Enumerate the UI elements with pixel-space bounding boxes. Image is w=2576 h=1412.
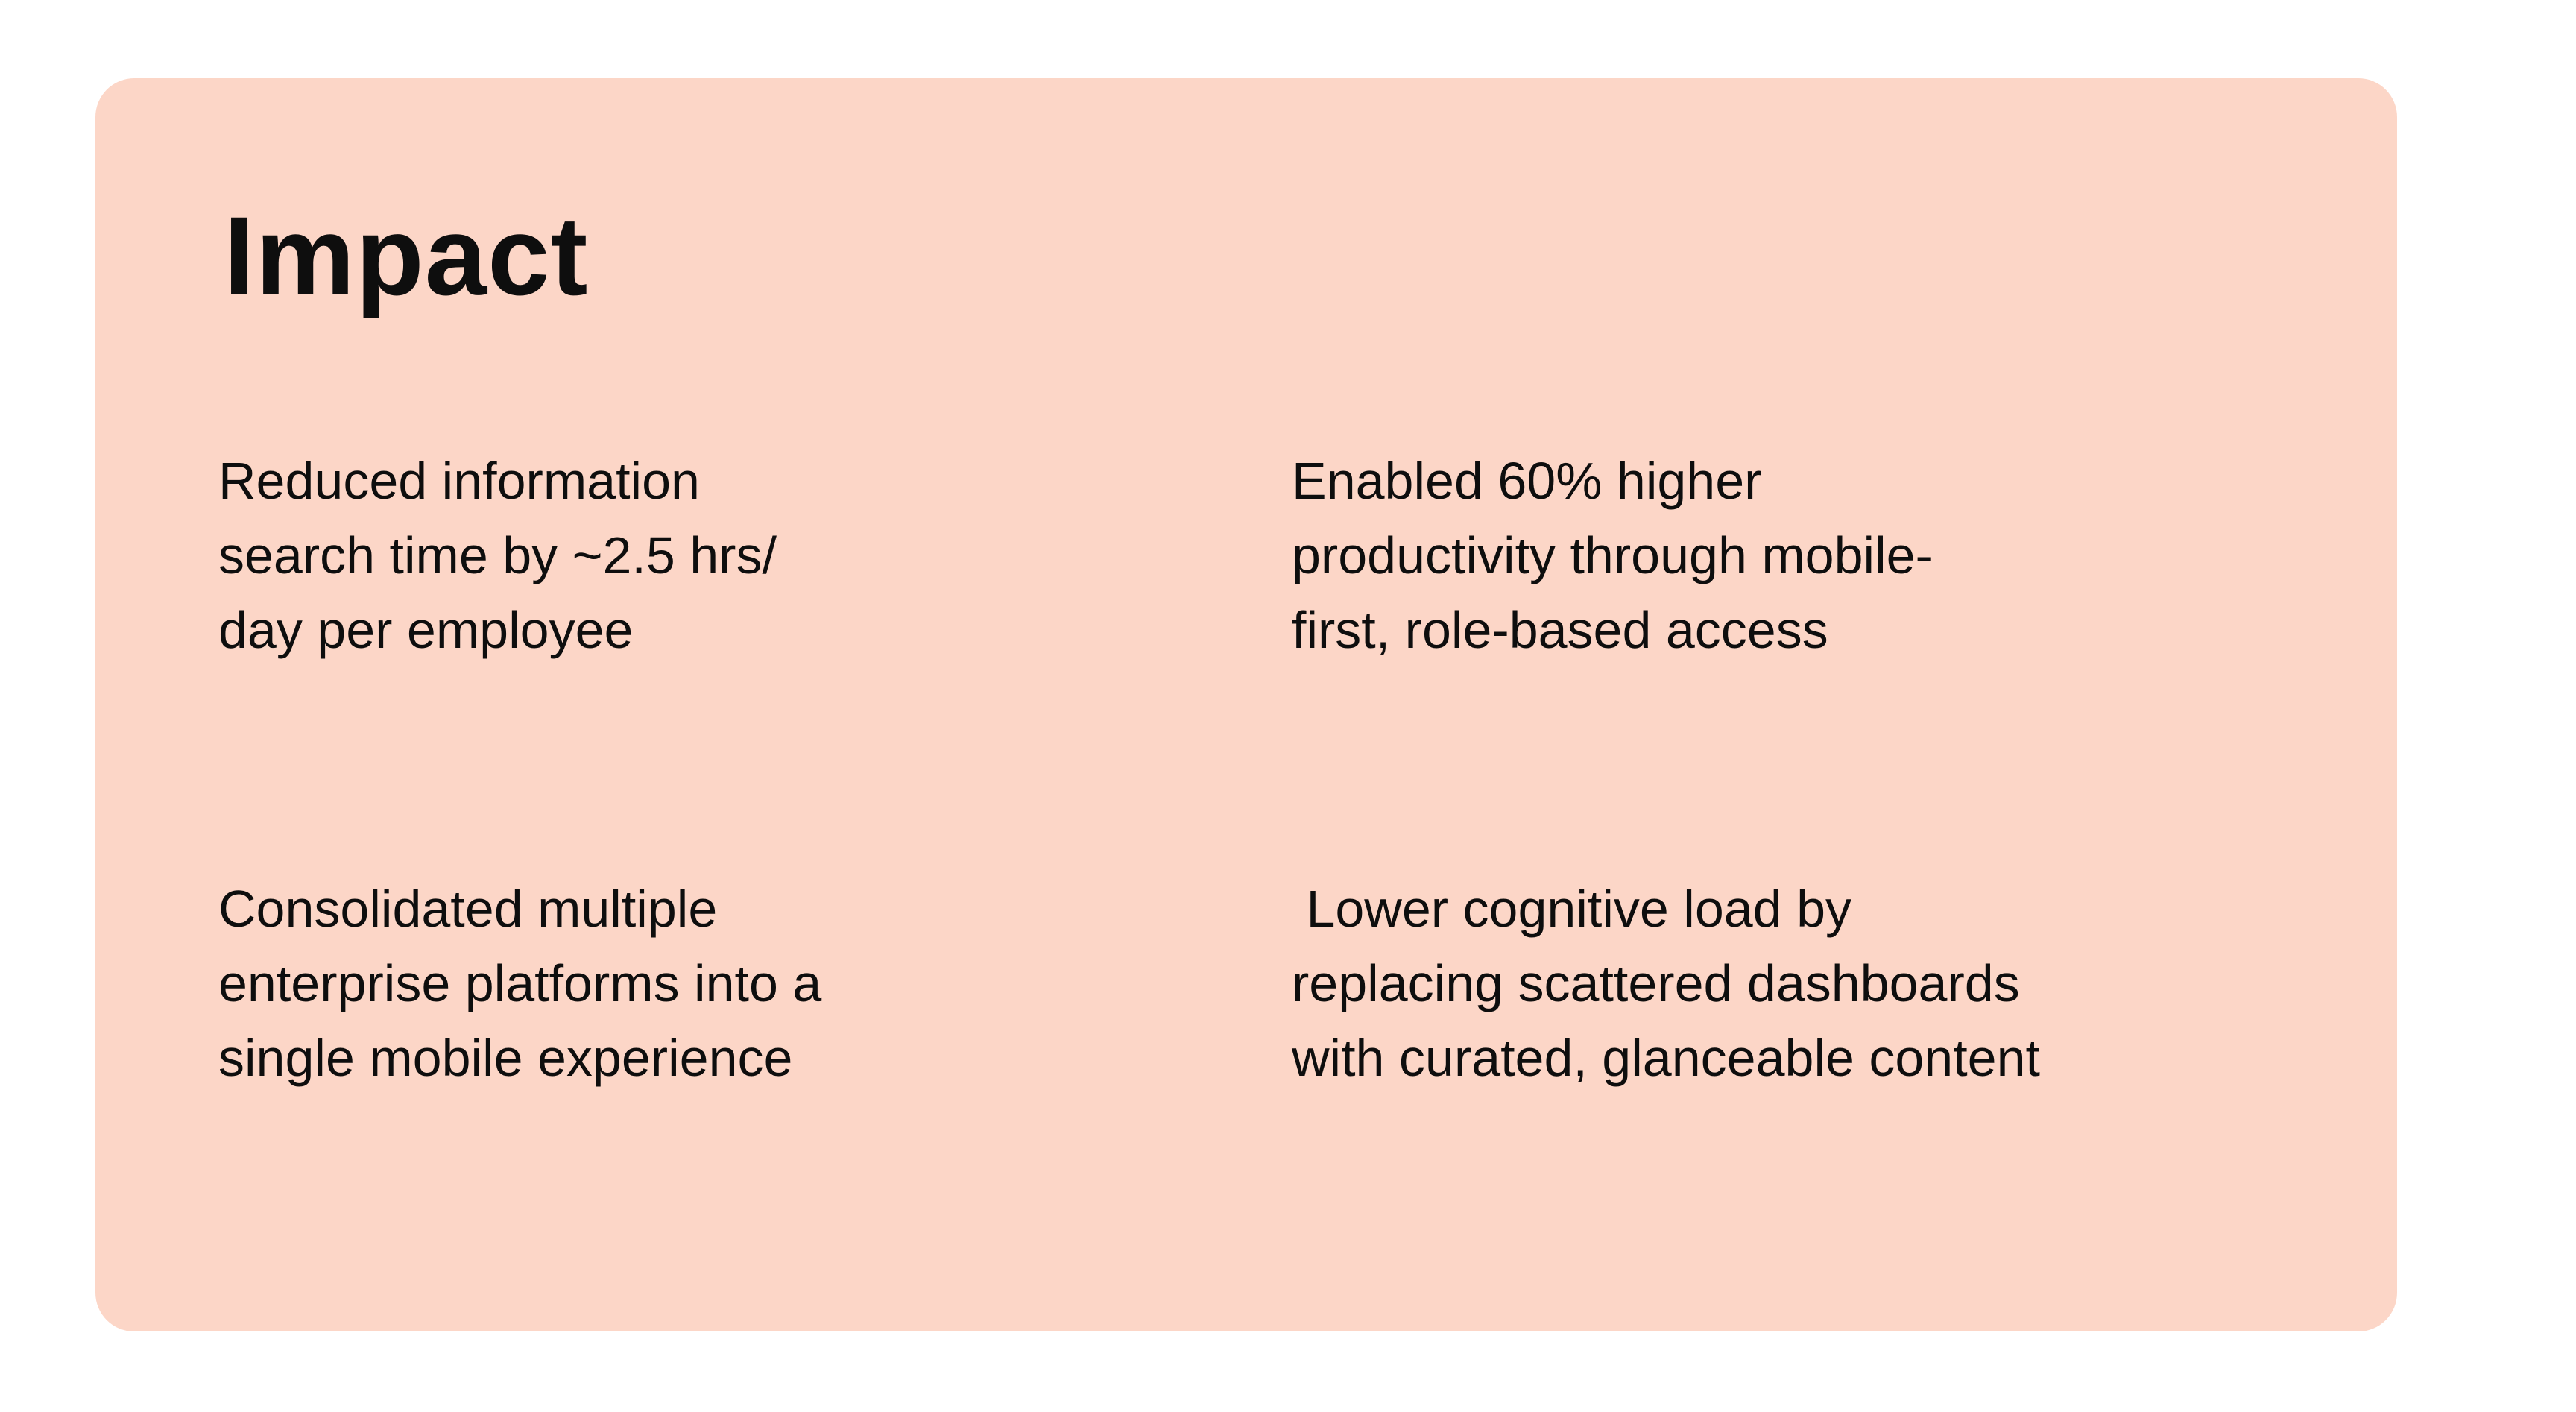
card-title: Impact	[224, 193, 589, 318]
impact-item-line: Consolidated multiple	[218, 880, 718, 938]
impact-item-line: search time by ~2.5 hrs/	[218, 526, 777, 584]
impact-card: Impact Reduced information search time b…	[95, 78, 2397, 1331]
impact-item-lower-cognitive-load: Lower cognitive load by replacing scatte…	[1292, 872, 2040, 1095]
impact-item-line: day per employee	[218, 601, 634, 659]
impact-item-line: replacing scattered dashboards	[1292, 954, 2020, 1012]
impact-item-line: Lower cognitive load by	[1292, 880, 1852, 938]
impact-item-higher-productivity: Enabled 60% higher productivity through …	[1292, 444, 1933, 667]
impact-item-line: single mobile experience	[218, 1029, 793, 1087]
impact-item-reduced-search-time: Reduced information search time by ~2.5 …	[218, 444, 777, 667]
impact-item-line: with curated, glanceable content	[1292, 1029, 2040, 1087]
impact-item-line: enterprise platforms into a	[218, 954, 822, 1012]
impact-item-consolidated-platforms: Consolidated multiple enterprise platfor…	[218, 872, 821, 1095]
impact-item-line: Enabled 60% higher	[1292, 452, 1762, 510]
impact-item-line: first, role-based access	[1292, 601, 1828, 659]
impact-item-line: Reduced information	[218, 452, 700, 510]
impact-item-line: productivity through mobile-	[1292, 526, 1933, 584]
